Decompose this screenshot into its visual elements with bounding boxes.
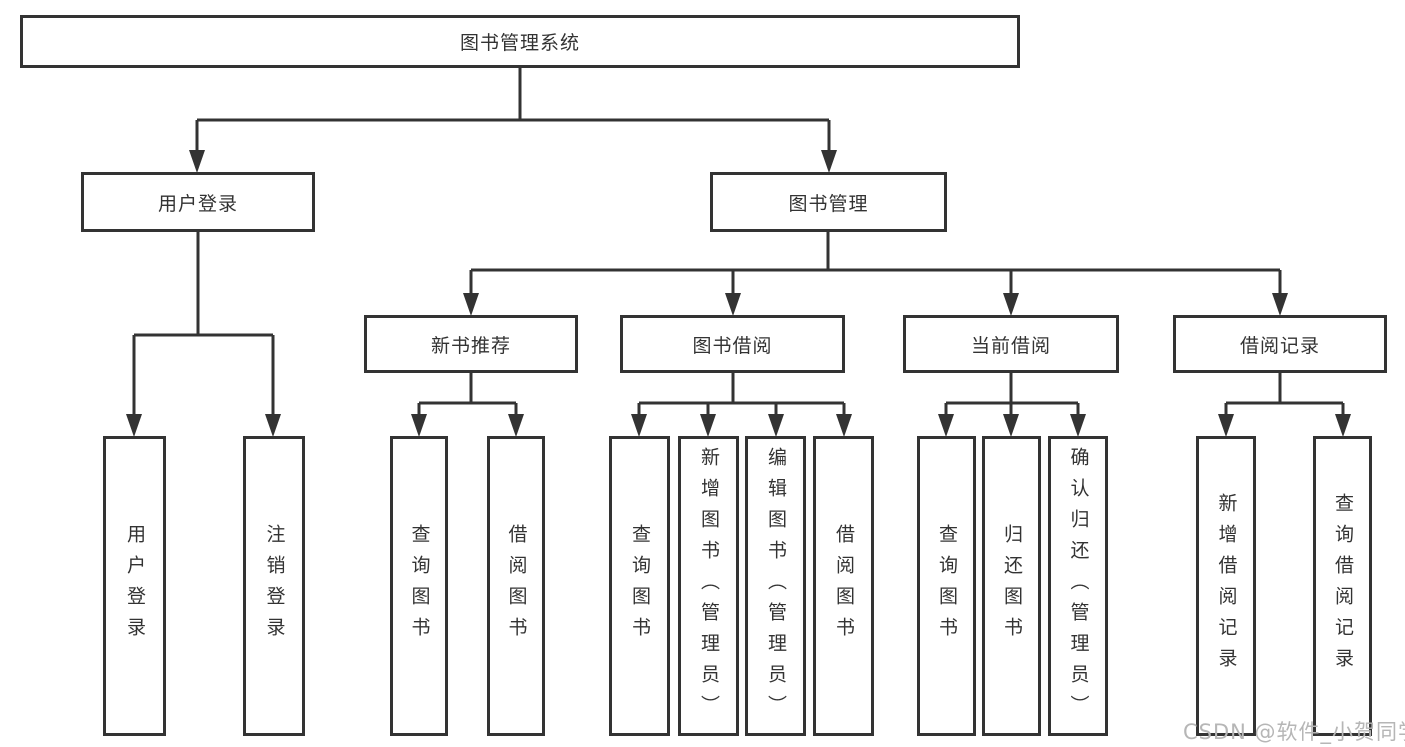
leaf-user-login: 用户登录 [103,436,166,736]
edge-current-borrow-to-leaves [938,373,1086,437]
edge-book-borrow-to-leaves [631,373,852,437]
leaf-edit-book-admin: 编辑图书（管理员） [745,436,806,736]
leaf-query-book-under-borrow: 查询图书 [609,436,670,736]
leaf-borrow-book-under-borrow: 借阅图书 [813,436,874,736]
node-book-borrow: 图书借阅 [620,315,845,373]
node-user-login: 用户登录 [81,172,315,232]
edge-borrow-record-to-leaves [1218,373,1351,437]
leaf-logout: 注销登录 [243,436,305,736]
leaf-add-book-admin: 新增图书（管理员） [678,436,739,736]
node-new-book-recommendation: 新书推荐 [364,315,578,373]
leaf-query-book-under-current: 查询图书 [917,436,976,736]
csdn-watermark: CSDN @软件_小贺同学 [1183,720,1405,744]
leaf-borrow-book-under-recommendation: 借阅图书 [487,436,545,736]
node-root: 图书管理系统 [20,15,1020,68]
leaf-query-book-under-recommendation: 查询图书 [390,436,448,736]
leaf-query-borrow-record: 查询借阅记录 [1313,436,1372,736]
leaf-confirm-return-admin: 确认归还（管理员） [1048,436,1108,736]
leaf-return-book: 归还图书 [982,436,1041,736]
leaf-add-borrow-record: 新增借阅记录 [1196,436,1256,736]
node-borrow-record: 借阅记录 [1173,315,1387,373]
node-book-management: 图书管理 [710,172,947,232]
edge-root-to-level2 [189,68,837,173]
edge-book-management-to-level3 [463,232,1288,316]
edge-new-book-rec-to-leaves [411,373,524,437]
node-current-borrow: 当前借阅 [903,315,1119,373]
edge-user-login-to-leaves [126,232,281,437]
